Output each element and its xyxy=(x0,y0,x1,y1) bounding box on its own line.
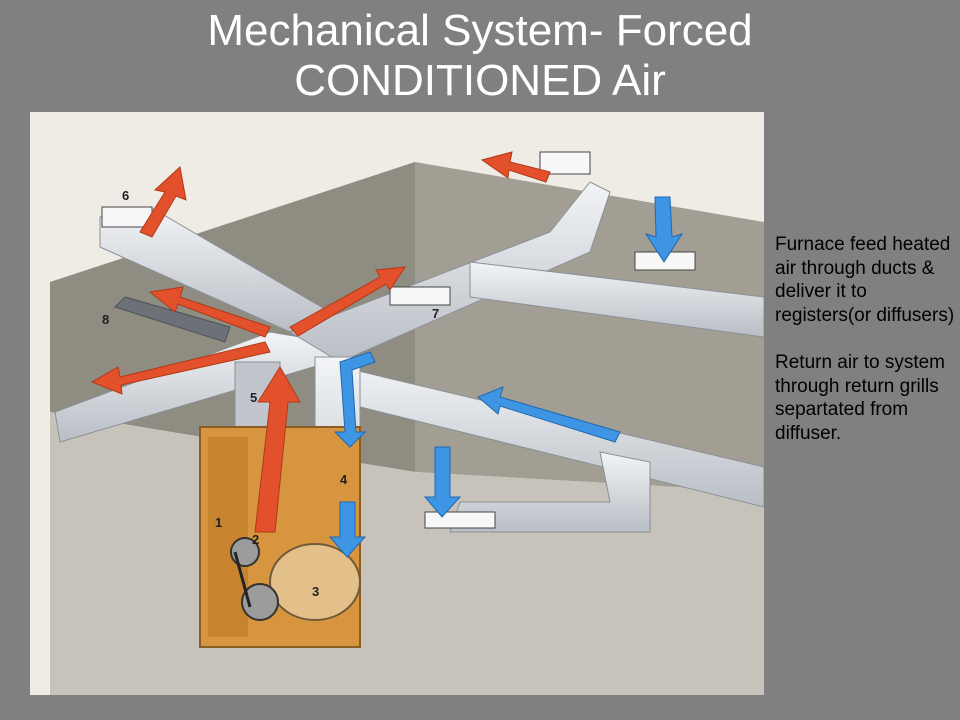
forced-air-diagram: 1 2 3 4 5 6 7 8 xyxy=(30,112,764,695)
title-line-1: Mechanical System- Forced xyxy=(207,6,753,55)
supply-register-7 xyxy=(389,286,451,306)
return-duct-branch xyxy=(449,451,651,533)
note-return: Return air to system through return gril… xyxy=(775,352,945,444)
return-arrow-floor xyxy=(423,446,462,518)
supply-arrow-left-up xyxy=(148,286,271,338)
label-5: 5 xyxy=(250,390,257,405)
label-7: 7 xyxy=(432,306,439,321)
note-supply: Furnace feed heated air through ducts & … xyxy=(775,234,955,326)
slide-title: Mechanical System- Forced CONDITIONED Ai… xyxy=(0,6,960,106)
blower-housing xyxy=(269,543,361,621)
label-1: 1 xyxy=(215,515,222,530)
return-grille-floor xyxy=(424,511,496,529)
supply-arrow-top-right xyxy=(480,151,551,183)
label-4: 4 xyxy=(340,472,348,487)
label-3: 3 xyxy=(312,584,319,599)
supply-register-top-right xyxy=(539,151,591,175)
flue-pipe xyxy=(114,296,231,343)
return-arrow-right-grille xyxy=(644,196,684,263)
title-line-2: CONDITIONED Air xyxy=(294,56,666,105)
supply-arrow-register-6 xyxy=(139,166,187,238)
supply-arrow-right xyxy=(289,266,406,337)
belt xyxy=(233,551,252,608)
label-8: 8 xyxy=(102,312,109,327)
supply-arrow-riser xyxy=(254,366,301,533)
side-notes: Furnace feed heated air through ducts & … xyxy=(775,233,955,469)
return-arrow-duct xyxy=(477,386,621,443)
label-6: 6 xyxy=(122,188,129,203)
return-arrow-down xyxy=(333,351,376,448)
label-2: 2 xyxy=(252,532,259,547)
supply-branch-right xyxy=(469,261,764,338)
return-arrow-blower xyxy=(328,501,367,558)
supply-arrow-left xyxy=(90,341,271,395)
diagram-svg: 1 2 3 4 5 6 7 8 xyxy=(30,112,764,695)
blower-pulley xyxy=(241,583,279,621)
return-arrows xyxy=(328,196,684,558)
supply-arrows xyxy=(90,151,551,533)
